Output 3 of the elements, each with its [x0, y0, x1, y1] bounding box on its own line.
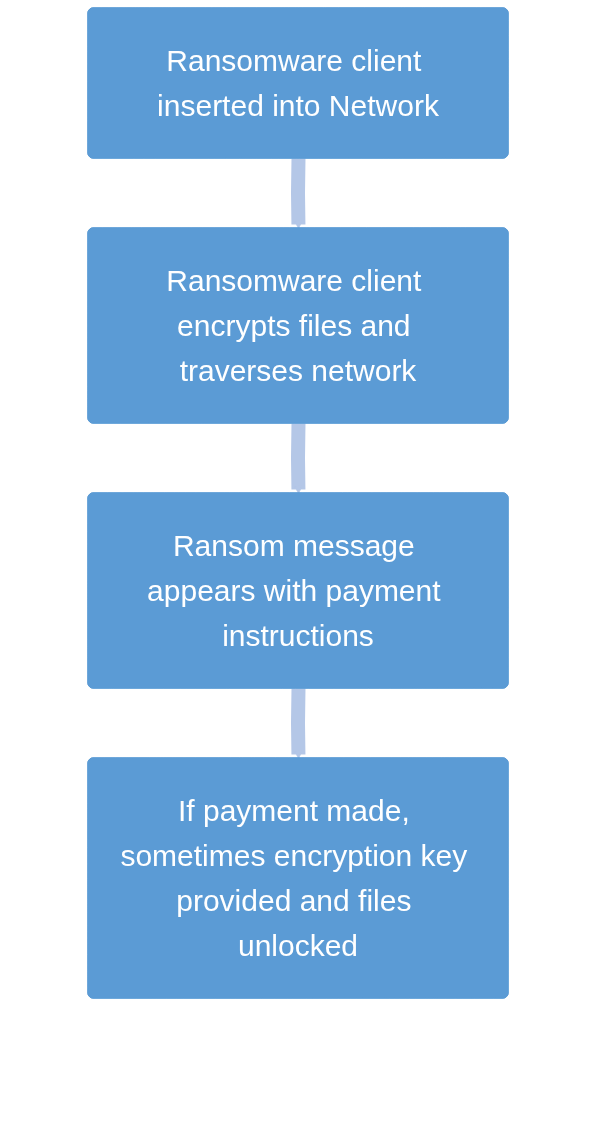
- arrow: [290, 688, 305, 759]
- arrow: [290, 423, 305, 494]
- arrow: [290, 158, 305, 229]
